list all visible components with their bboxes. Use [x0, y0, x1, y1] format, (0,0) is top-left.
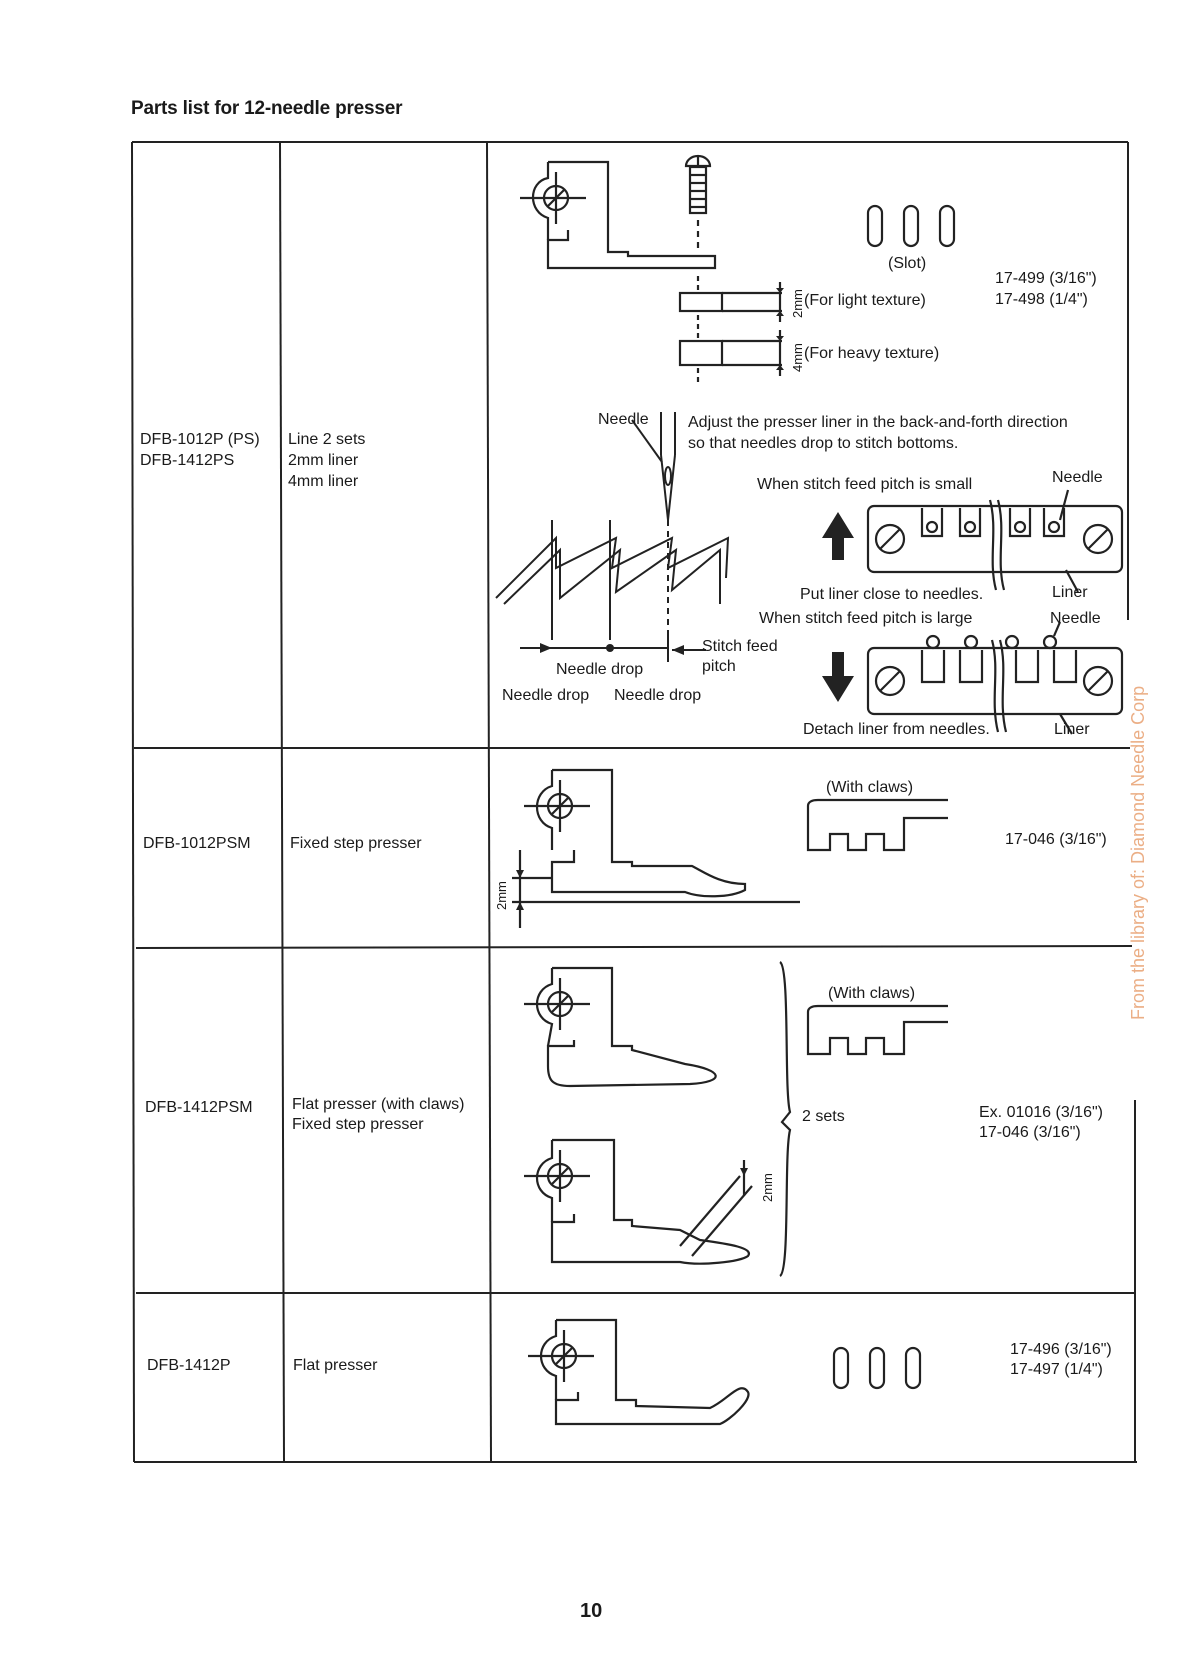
- row2-model: DFB-1012PSM: [143, 835, 251, 852]
- row1-description: Line 2 sets 2mm liner 4mm liner: [288, 431, 366, 490]
- row4-description: Flat presser: [293, 1357, 378, 1374]
- row2-description: Fixed step presser: [290, 835, 422, 852]
- row1-detach-note: Detach liner from needles.: [803, 721, 990, 738]
- row1-needle-drop-3: Needle drop: [614, 687, 702, 704]
- row3-claws-label: (With claws): [828, 985, 916, 1002]
- row1-liner-label-2: Liner: [1054, 721, 1090, 738]
- page-title: Parts list for 12-needle presser: [131, 98, 403, 119]
- row3-sets-label: 2 sets: [802, 1108, 845, 1125]
- row1-small-pitch: When stitch feed pitch is small: [757, 476, 973, 493]
- row1-needle-label: Needle: [598, 411, 649, 428]
- row1-liner-label: Liner: [1052, 584, 1088, 601]
- row1-model: DFB-1012P (PS) DFB-1412PS: [140, 431, 260, 469]
- row2-dim-2mm: 2mm: [494, 881, 509, 910]
- row1-needle-label-3: Needle: [1050, 610, 1101, 627]
- row1-light-texture: (For light texture): [804, 292, 926, 309]
- row1-heavy-texture: (For heavy texture): [804, 345, 940, 362]
- watermark: From the library of: Diamond Needle Corp: [1128, 685, 1148, 1020]
- row1-large-pitch: When stitch feed pitch is large: [759, 610, 973, 627]
- row3-part-numbers: Ex. 01016 (3/16") 17-046 (3/16"): [979, 1104, 1103, 1141]
- row1-needle-label-2: Needle: [1052, 469, 1103, 486]
- row1-part-numbers: 17-499 (3/16") 17-498 (1/4"): [995, 270, 1097, 308]
- row4-model: DFB-1412P: [147, 1357, 231, 1374]
- row1-needle-drop-1: Needle drop: [556, 661, 644, 678]
- row4-part-numbers: 17-496 (3/16") 17-497 (1/4"): [1010, 1341, 1112, 1378]
- row1-needle-drop-2: Needle drop: [502, 687, 590, 704]
- row3-description: Flat presser (with claws) Fixed step pre…: [292, 1096, 465, 1133]
- row1-adjust-note: Adjust the presser liner in the back-and…: [688, 414, 1068, 452]
- row2-part-numbers: 17-046 (3/16"): [1005, 831, 1107, 848]
- row1-stitch-feed: Stitch feed pitch: [702, 638, 778, 675]
- page-number: 10: [580, 1600, 603, 1622]
- row1-slot-label: (Slot): [888, 255, 927, 272]
- row1-dim-4mm: 4mm: [790, 343, 805, 372]
- row1-dim-2mm: 2mm: [790, 289, 805, 318]
- row3-dim-2mm: 2mm: [760, 1173, 775, 1202]
- row2-claws-label: (With claws): [826, 779, 914, 796]
- row3-model: DFB-1412PSM: [145, 1099, 253, 1116]
- row1-close-note: Put liner close to needles.: [800, 586, 984, 603]
